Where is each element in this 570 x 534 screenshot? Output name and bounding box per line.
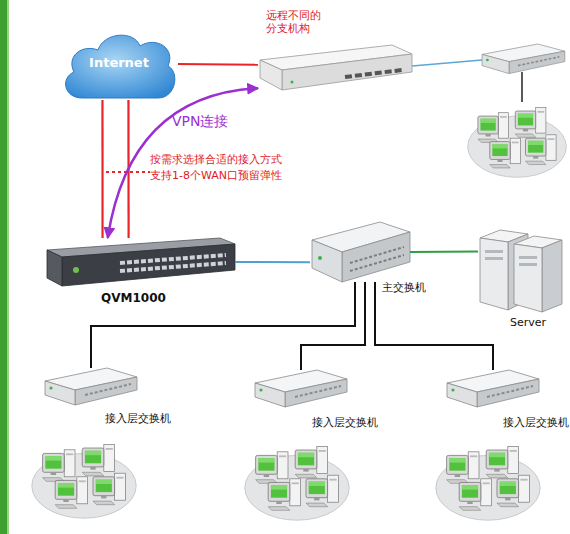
core-switch: 主交换机 <box>310 222 410 282</box>
connector <box>375 282 493 370</box>
node-label: 接入层交换机 <box>503 416 569 429</box>
connector <box>410 251 478 253</box>
access-switch: 接入层交换机 <box>45 368 137 406</box>
connector <box>91 282 355 368</box>
node-label: Internet <box>60 55 178 71</box>
connector <box>235 261 310 263</box>
access-switch: 接入层交换机 <box>447 370 539 408</box>
connector <box>101 100 103 238</box>
internet-cloud: Internet <box>60 28 178 100</box>
node-label: 主交换机 <box>382 281 426 294</box>
connector <box>178 63 258 66</box>
connector-label: VPN连接 <box>172 113 229 130</box>
connector <box>301 282 365 370</box>
branch-router: 远程不同的 分支机构 <box>258 45 412 92</box>
server-icon: Server <box>478 228 568 312</box>
node-label: 远程不同的 分支机构 <box>266 9 332 35</box>
node-label: 接入层交换机 <box>312 416 378 429</box>
node-label: QVM1000 <box>101 291 166 305</box>
node-label: 接入层交换机 <box>105 412 171 425</box>
annotation-note: 按需求选择合适的接入方式 支持1-8个WAN口预留弹性 <box>150 152 300 184</box>
vpn-gateway: QVM1000 <box>45 238 235 286</box>
access-switch: 接入层交换机 <box>255 370 347 408</box>
node-label: Server <box>510 316 546 329</box>
